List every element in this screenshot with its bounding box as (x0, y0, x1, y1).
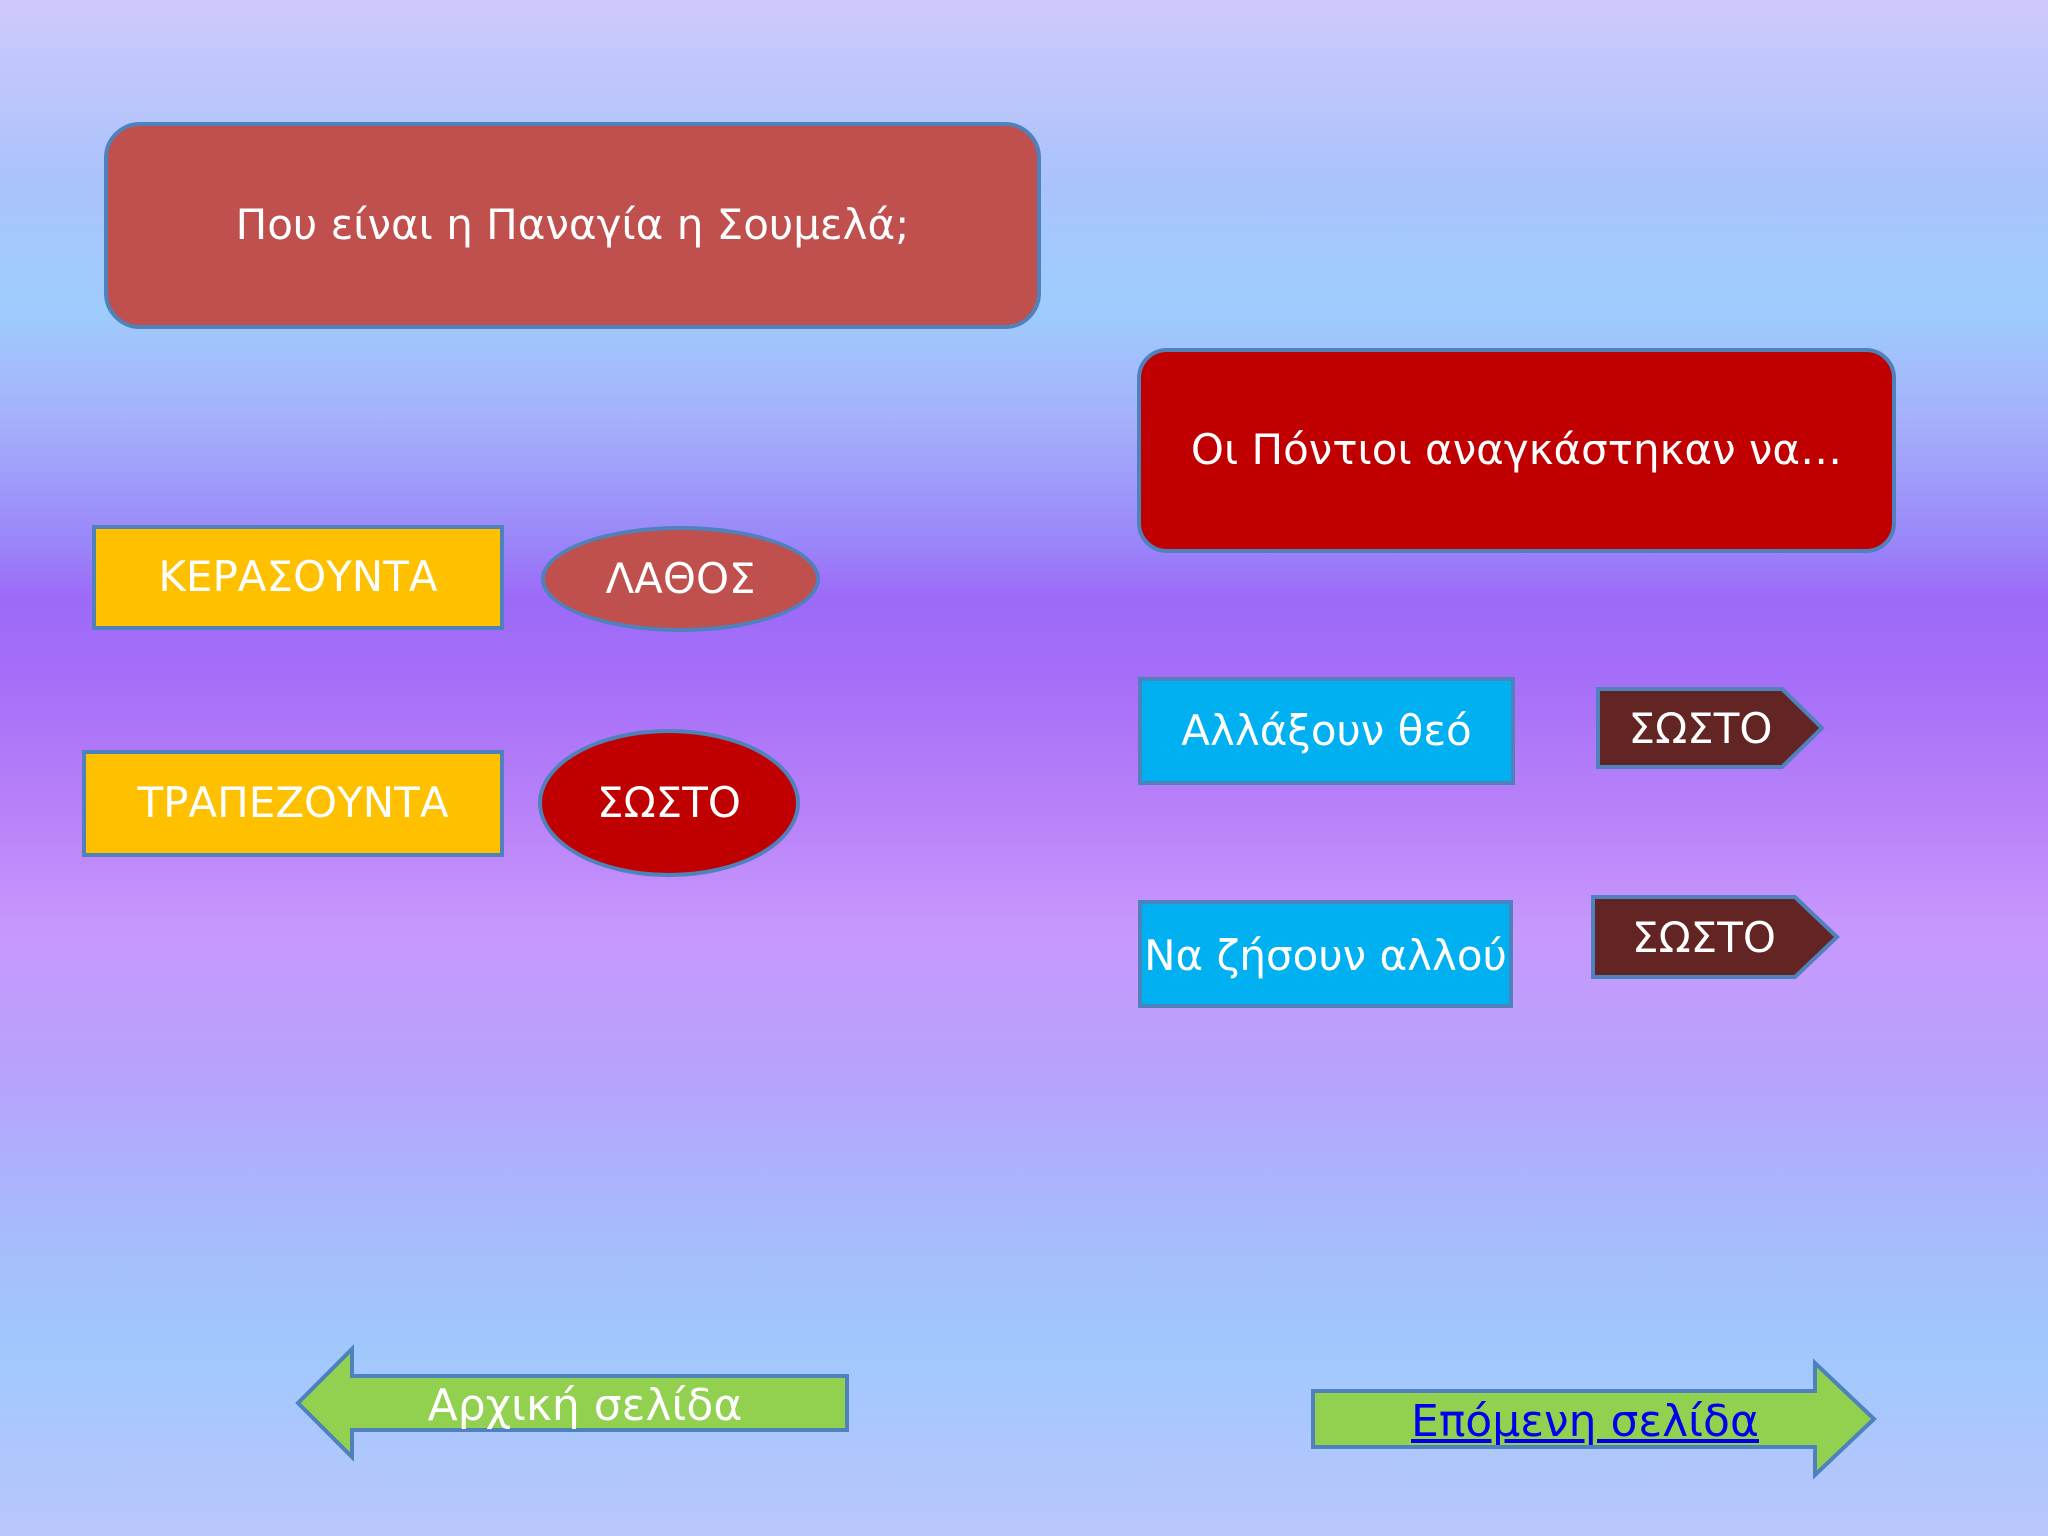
next-arrow-button[interactable] (1310, 1358, 1878, 1480)
result-correct-pentagon-1-label: ΣΩΣΤΟ (1628, 703, 1773, 753)
question-2-text: Οι Πόντιοι αναγκάστηκαν να… (1190, 425, 1843, 475)
question-1-text: Που είναι η Παναγία η Σουμελά; (235, 200, 910, 250)
result-wrong-oval: ΛΑΘΟΣ (541, 526, 820, 632)
answer-kerasounta-button[interactable]: ΚΕΡΑΣΟΥΝΤΑ (92, 525, 504, 630)
home-arrow-label[interactable]: Αρχική σελίδα (380, 1370, 790, 1440)
answer-live-elsewhere-label: Να ζήσουν αλλού (1144, 930, 1507, 980)
answer-trapezounta-label: ΤΡΑΠΕΖΟΥΝΤΑ (137, 778, 449, 828)
result-correct-pentagon-2 (1591, 895, 1840, 979)
answer-live-elsewhere-button[interactable]: Να ζήσουν αλλού (1138, 900, 1513, 1008)
next-page-link[interactable]: Επόμενη σελίδα (1411, 1395, 1759, 1447)
answer-kerasounta-label: ΚΕΡΑΣΟΥΝΤΑ (158, 552, 438, 602)
home-link-text[interactable]: Αρχική σελίδα (427, 1379, 743, 1431)
question-1-box: Που είναι η Παναγία η Σουμελά; (104, 122, 1041, 329)
result-correct-pentagon-2-label: ΣΩΣΤΟ (1632, 912, 1776, 962)
next-arrow-label[interactable]: Επόμενη σελίδα (1330, 1386, 1840, 1456)
result-correct-pentagon-1 (1596, 687, 1825, 769)
answer-change-god-button[interactable]: Αλλάξουν θεό (1138, 677, 1515, 785)
answer-trapezounta-button[interactable]: ΤΡΑΠΕΖΟΥΝΤΑ (82, 750, 504, 857)
result-wrong-label: ΛΑΘΟΣ (605, 553, 756, 603)
result-correct-oval: ΣΩΣΤΟ (538, 729, 800, 877)
home-arrow-button[interactable] (295, 1344, 851, 1462)
result-correct-label: ΣΩΣΤΟ (597, 777, 741, 827)
question-2-box: Οι Πόντιοι αναγκάστηκαν να… (1137, 348, 1896, 553)
answer-change-god-label: Αλλάξουν θεό (1181, 705, 1472, 755)
